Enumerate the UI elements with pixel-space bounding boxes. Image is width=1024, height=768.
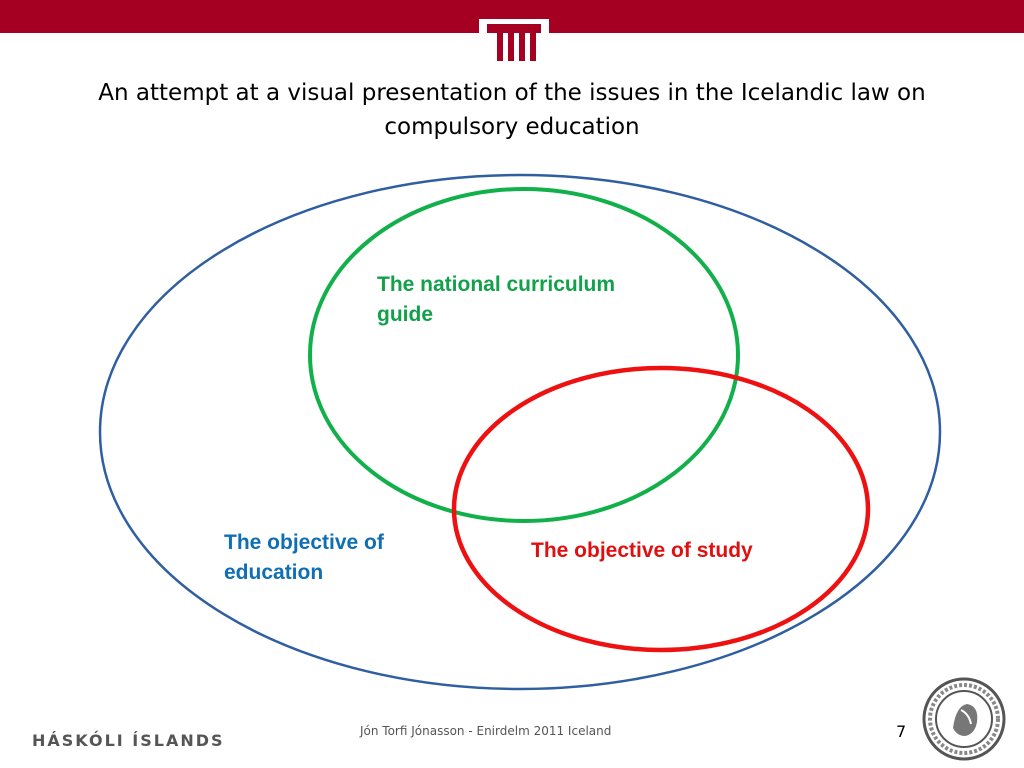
footer-credit: Jón Torfi Jónasson - Enirdelm 2011 Icela…	[360, 724, 612, 738]
label-objective-of-education: The objective of education	[224, 531, 384, 584]
footer-brand: HÁSKÓLI ÍSLANDS	[32, 731, 225, 750]
page-number: 7	[896, 722, 907, 741]
green-circle-curriculum	[308, 187, 740, 523]
slide-title: An attempt at a visual presentation of t…	[98, 80, 926, 140]
label-national-curriculum-guide: The national curriculum guide	[377, 273, 616, 326]
university-building-icon	[479, 19, 549, 65]
university-seal-icon	[921, 676, 1007, 767]
red-circle-study	[451, 365, 871, 653]
outer-ellipse-education	[98, 173, 942, 691]
label-objective-of-study: The objective of study	[531, 539, 753, 562]
